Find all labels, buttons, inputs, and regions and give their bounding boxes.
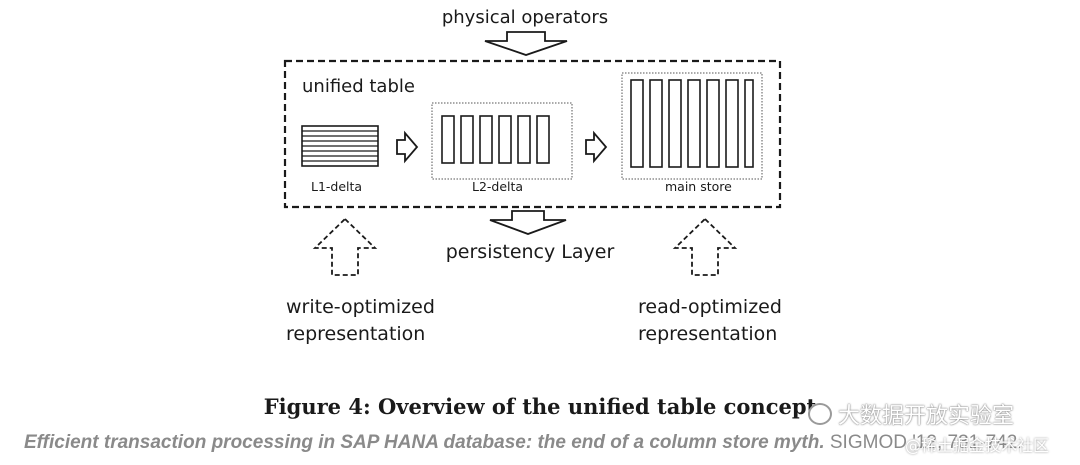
physical-operators-label: physical operators [442,7,608,28]
main-store-label: main store [665,179,732,194]
main-store-frame [621,72,763,180]
unified-table-label: unified table [302,76,415,97]
persistency-down-arrow [489,210,567,235]
l1-delta-row-store [301,125,379,167]
write-optimized-label: write-optimized [286,296,435,318]
unified-table-diagram: physical operators unified table L1-delt… [283,7,782,345]
read-optimized-sublabel: representation [638,323,777,345]
l2-delta-label: L2-delta [472,179,523,194]
unified-table-container [283,59,782,209]
watermark-sub: @稀土掘金技术社区 [905,436,1050,455]
physical-operators-down-arrow [484,31,568,56]
l2-delta-frame [431,102,573,180]
write-optimized-sublabel: representation [286,323,425,345]
citation: Efficient transaction processing in SAP … [24,432,1023,454]
persistency-layer-label: persistency Layer [446,241,615,263]
watermark-text: 大数据开放实验室 [838,404,1015,429]
watermark: 大数据开放实验室 [808,398,1014,430]
citation-venue: SIGMOD '12, 731-742. [824,432,1023,453]
figure-caption: Figure 4: Overview of the unified table … [263,394,817,419]
l2-to-main-arrow [585,130,608,164]
l2-delta-columns [441,115,550,164]
main-store-columns [630,79,754,168]
read-optimized-up-arrow [672,217,738,276]
l1-to-l2-arrow [396,130,419,164]
read-optimized-label: read-optimized [638,296,782,318]
citation-title: Efficient transaction processing in SAP … [24,432,825,453]
l1-delta-label: L1-delta [311,179,362,194]
wechat-icon [808,403,832,425]
write-optimized-up-arrow [312,217,378,276]
